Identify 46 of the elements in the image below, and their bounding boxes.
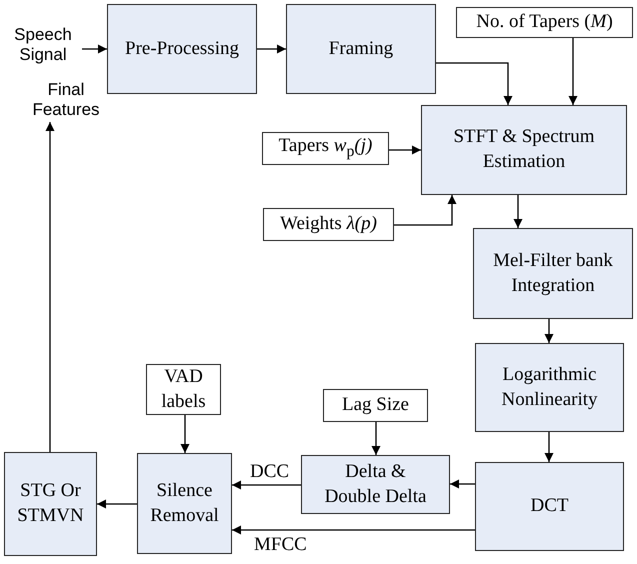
process-box: [137, 453, 232, 554]
box-label: No. of Tapers (M): [476, 10, 613, 34]
arrow: [514, 195, 522, 228]
process-box: [286, 4, 436, 94]
arrow: [257, 44, 286, 54]
process-box: [475, 343, 624, 432]
input-box: [146, 364, 221, 415]
process-box: [301, 455, 450, 514]
box-label: Silence Removal: [149, 478, 220, 528]
arrow: [544, 319, 554, 343]
box-label: Mel-Filter bank Integration: [492, 248, 614, 298]
arrow: [82, 44, 107, 54]
arrow: [389, 146, 421, 154]
process-box: [107, 4, 257, 94]
box-label: Weights λ(p): [280, 212, 377, 236]
process-box: [421, 105, 627, 195]
signal-label: Final Features: [31, 80, 101, 120]
box-label: Framing: [328, 36, 394, 61]
arrow: [436, 62, 512, 105]
box-label: STG Or STMVN: [16, 479, 85, 528]
arrow: [180, 415, 190, 453]
process-box: [4, 452, 97, 556]
process-box: [473, 228, 633, 319]
signal-label: Speech Signal: [13, 25, 73, 65]
box-label: DCT: [530, 494, 568, 518]
input-box: [263, 208, 394, 241]
arrow: [46, 122, 54, 452]
arrow: [394, 195, 456, 226]
arrow: [372, 422, 380, 455]
box-label: STFT & Spectrum Estimation: [452, 125, 596, 174]
box-label: VAD labels: [160, 364, 207, 414]
input-box: [262, 132, 389, 165]
box-label: Pre-Processing: [125, 36, 239, 61]
box-label: Delta & Double Delta: [324, 460, 428, 508]
arrow: [568, 38, 578, 105]
input-box: [323, 389, 428, 422]
arrow: [450, 480, 475, 488]
box-label: Tapers w$_{p}$(j): [278, 134, 372, 162]
input-box: [456, 7, 633, 38]
box-label: Logarithmic Nonlinearity: [500, 362, 599, 412]
arrow: [97, 500, 137, 508]
arrow: [232, 480, 301, 490]
box-label: Lag Size: [342, 393, 409, 418]
arrow: [544, 432, 554, 462]
process-box: [475, 462, 624, 551]
arrow: [232, 526, 475, 534]
